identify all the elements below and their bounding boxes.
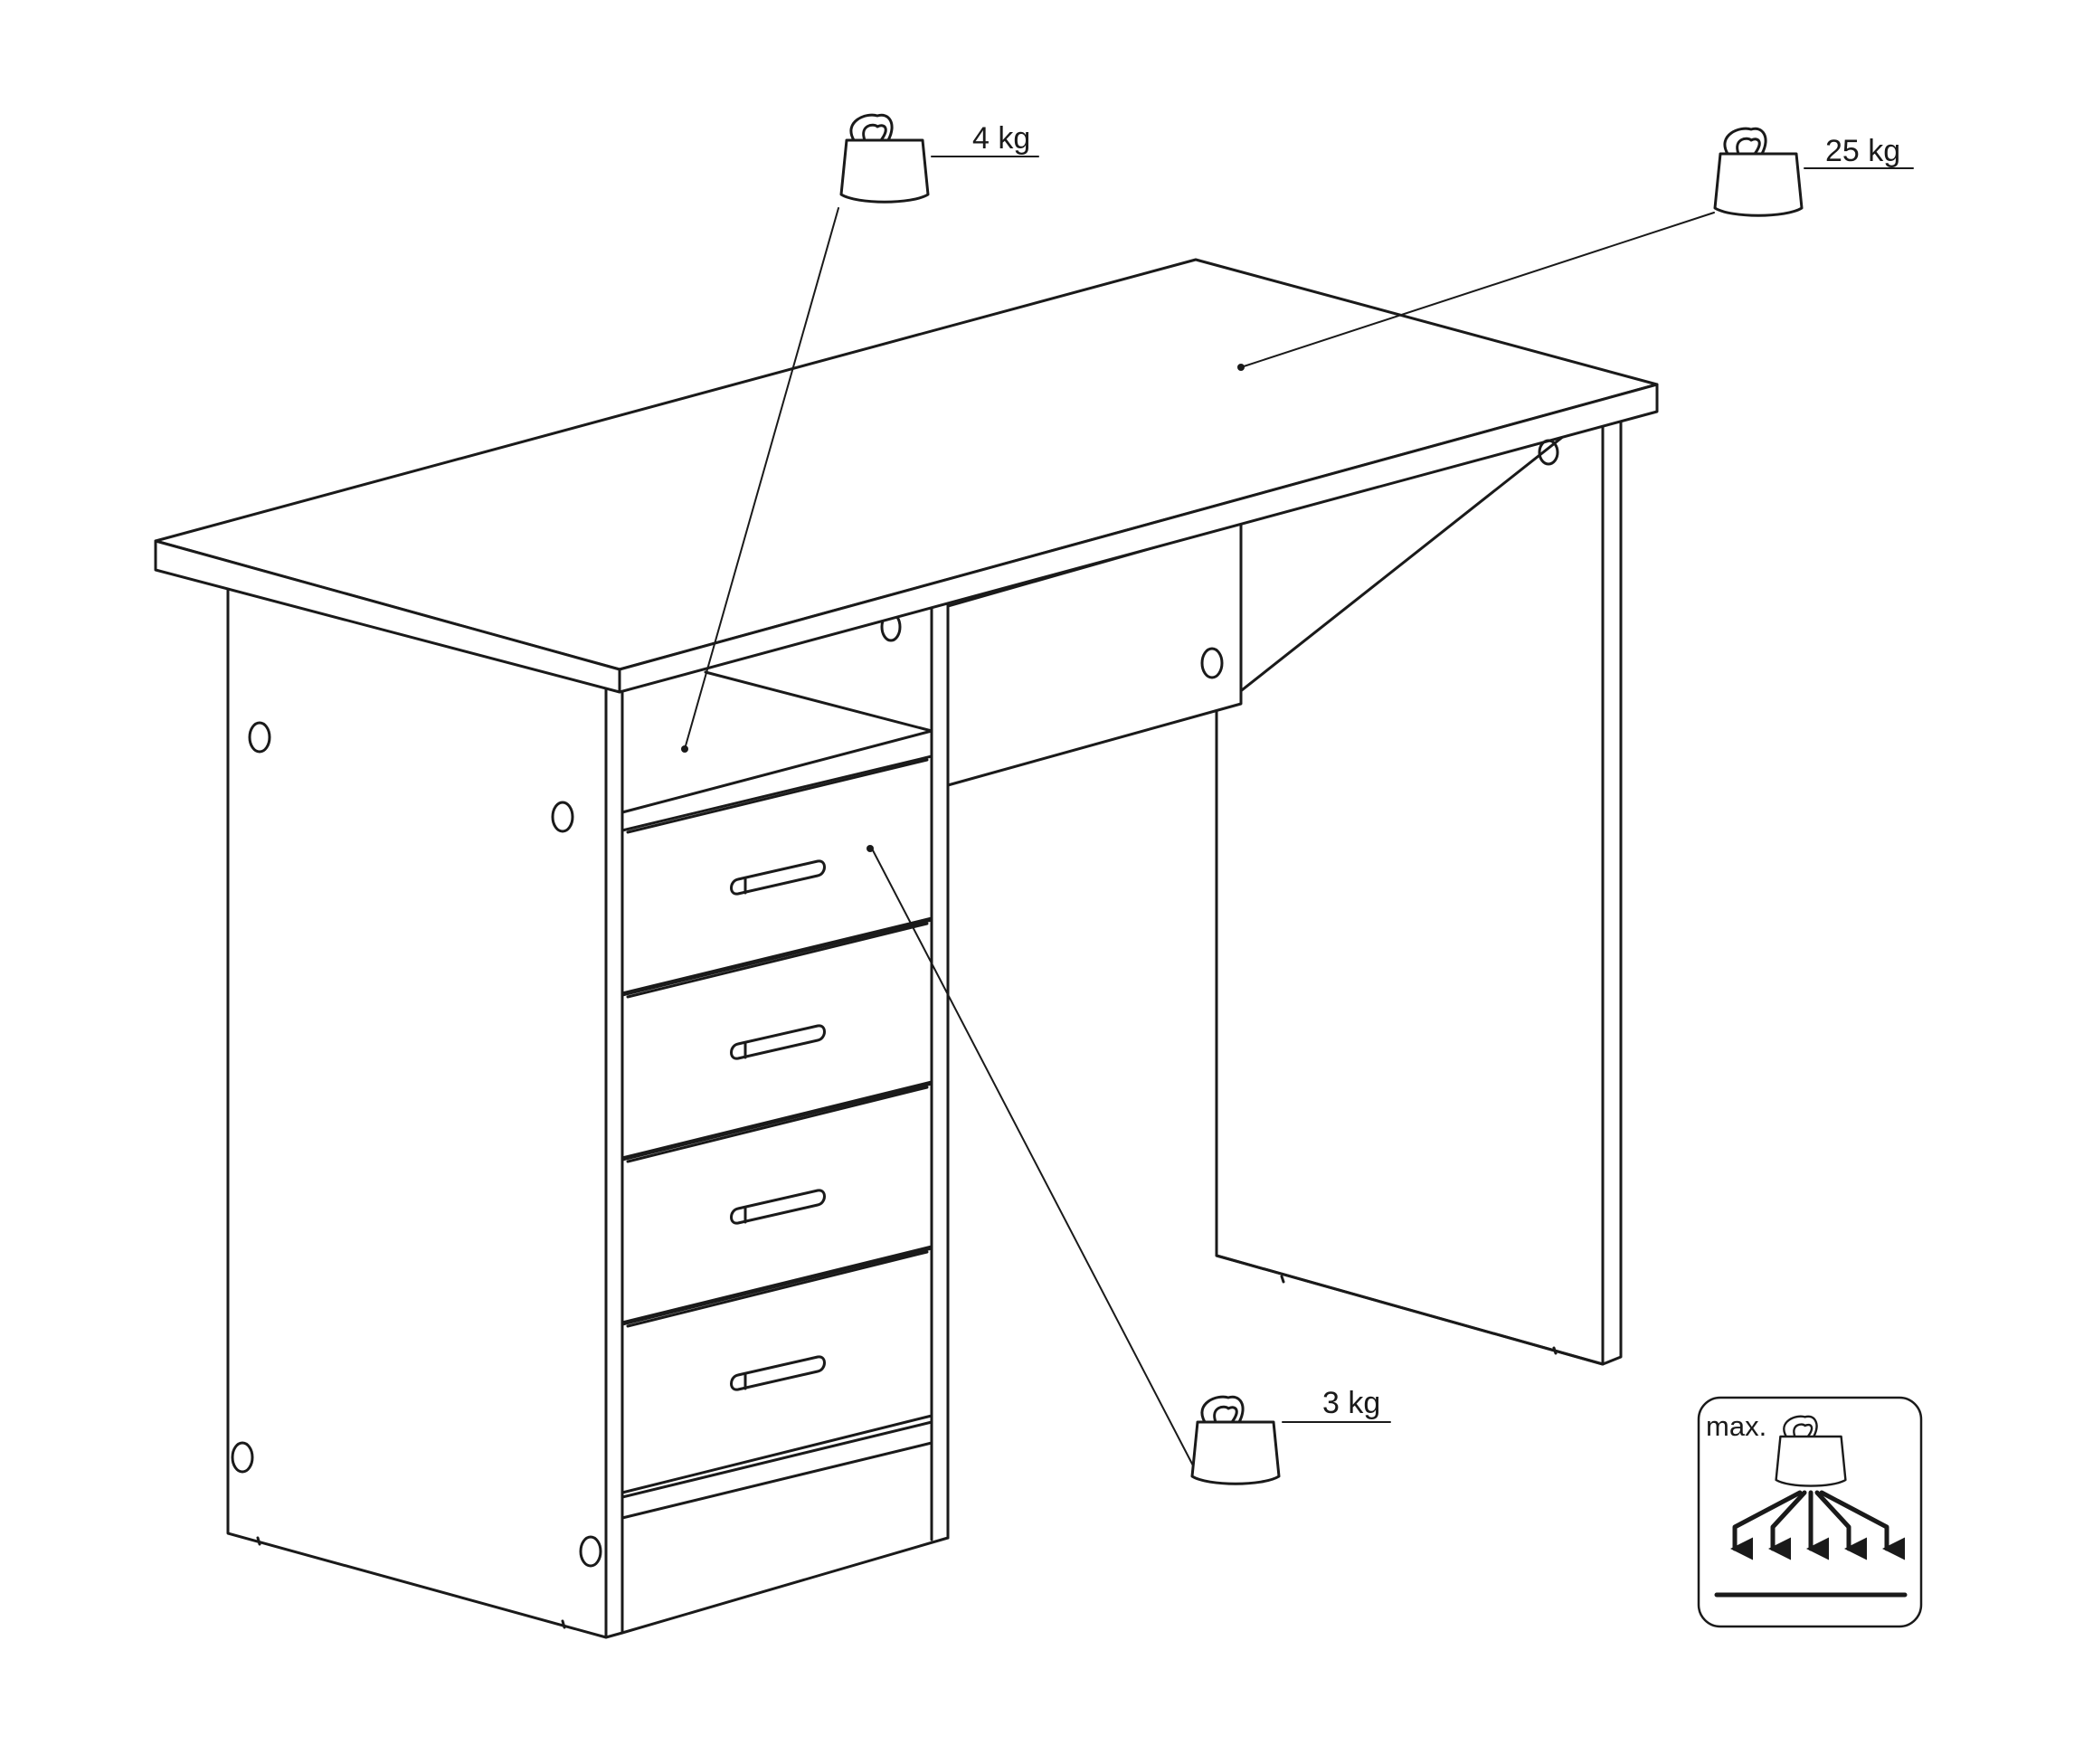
right-leg-panel — [1215, 394, 1623, 1366]
desk-top — [154, 258, 1659, 694]
cabinet-left-side — [226, 586, 624, 1639]
max-load-icon: max. — [1697, 1396, 1923, 1628]
top-load-point — [1237, 364, 1245, 371]
weight-icon — [1190, 1395, 1281, 1485]
shelf-load-callout: 4 kg — [839, 113, 1039, 204]
hole-icon — [248, 721, 271, 754]
max-label: max. — [1706, 1410, 1766, 1442]
weight-icon — [839, 113, 930, 204]
plinth — [620, 1420, 933, 1520]
hole-icon — [1200, 647, 1224, 679]
leader-lines — [684, 207, 1715, 1468]
top-load-callout: 25 kg — [1713, 127, 1914, 217]
hole-icon — [579, 1535, 602, 1568]
hole-icon — [551, 801, 574, 833]
drawer-load-callout: 3 kg — [1190, 1386, 1391, 1485]
drawer-load-point — [867, 845, 874, 852]
hole-icon — [231, 1441, 254, 1474]
weight-icon — [1713, 127, 1804, 217]
hole-icon — [1538, 439, 1559, 466]
drawer-load-label: 3 kg — [1322, 1386, 1380, 1420]
shelf-load-label: 4 kg — [972, 121, 1030, 156]
cabinet-front — [620, 600, 950, 1635]
top-load-label: 25 kg — [1825, 134, 1900, 168]
shelf-load-point — [681, 745, 688, 753]
